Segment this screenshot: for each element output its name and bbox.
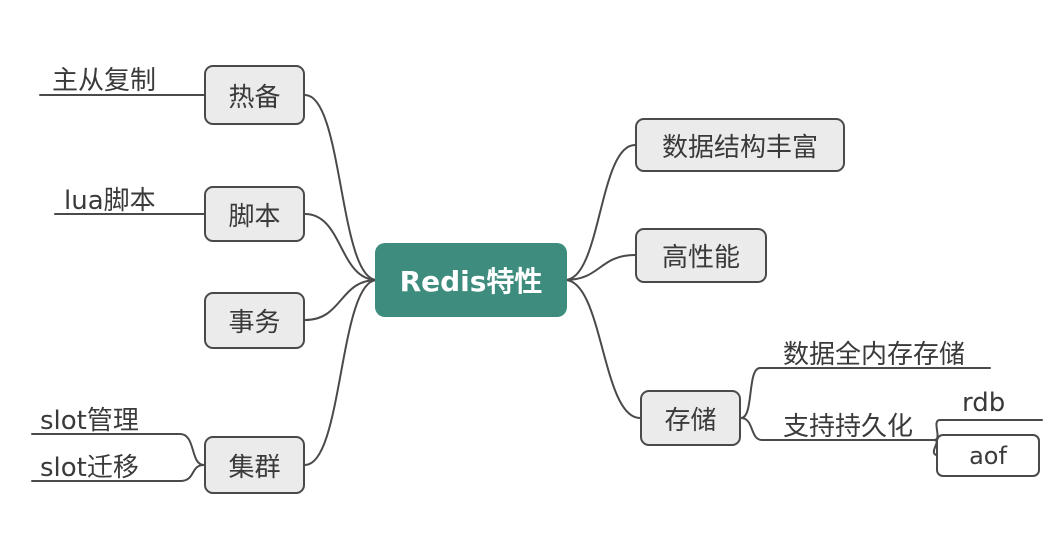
connector-root-high-performance [564,254,636,281]
connector-root-transaction [304,279,378,321]
root-node-redis-features[interactable]: Redis特性 [375,243,567,317]
underline-slot-management [31,433,205,466]
leaf-master-slave-replication[interactable]: 主从复制 [52,66,157,96]
leaf-slot-management[interactable]: slot管理 [40,406,139,436]
leaf-rdb[interactable]: rdb [962,388,1006,418]
node-transaction[interactable]: 事务 [204,292,305,349]
leaf-persistence-support[interactable]: 支持持久化 [783,412,914,442]
connector-root-rich-structures [564,144,636,281]
node-aof[interactable]: aof [936,434,1040,477]
node-rich-data-structures[interactable]: 数据结构丰富 [635,118,845,172]
node-hot-backup[interactable]: 热备 [204,65,305,125]
connector-root-script [304,213,378,281]
underline-slot-migration [31,464,205,482]
connector-persistence-aof [932,439,938,456]
node-script[interactable]: 脚本 [204,186,305,242]
connector-root-cluster [304,279,378,466]
node-storage[interactable]: 存储 [640,390,741,446]
connector-root-hot-backup [304,94,378,281]
leaf-lua-script[interactable]: lua脚本 [64,186,156,216]
connector-storage-memory [740,367,991,419]
connector-root-storage [564,279,641,419]
connector-storage-persistence [740,417,935,441]
leaf-slot-migration[interactable]: slot迁移 [40,453,139,483]
leaf-all-in-memory-storage[interactable]: 数据全内存存储 [783,340,966,370]
node-high-performance[interactable]: 高性能 [635,228,767,283]
node-cluster[interactable]: 集群 [204,436,305,494]
